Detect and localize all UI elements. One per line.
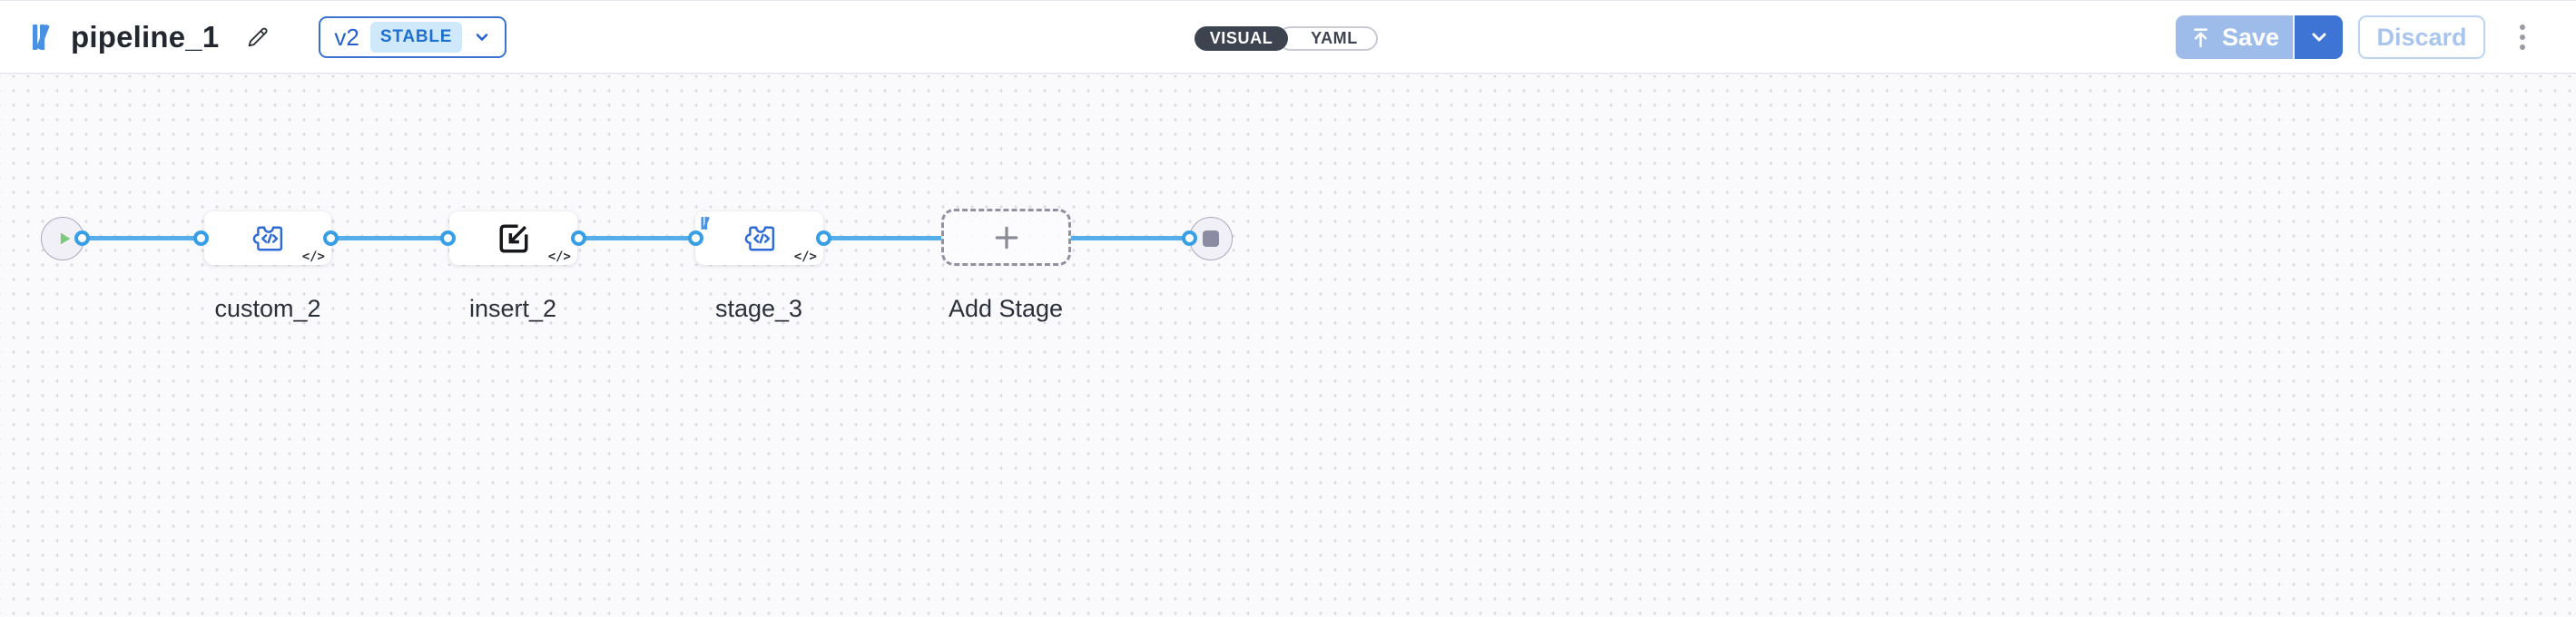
connection-port[interactable] <box>687 230 703 246</box>
version-status-badge: STABLE <box>369 22 463 53</box>
header-right-group: Save Discard <box>2176 1 2536 73</box>
save-button[interactable]: Save <box>2176 15 2295 59</box>
connection-port[interactable] <box>570 230 586 246</box>
insert-import-icon <box>499 224 527 252</box>
upload-icon <box>2193 27 2207 47</box>
add-stage-button[interactable] <box>941 209 1071 266</box>
stage-label: stage_3 <box>714 295 803 322</box>
code-badge-icon: </> <box>547 250 571 264</box>
stage-node-stage-3[interactable]: </> <box>695 211 823 265</box>
chevron-down-icon <box>2312 33 2325 42</box>
version-selector[interactable]: v2 STABLE <box>319 16 507 58</box>
connection-port[interactable] <box>439 230 456 246</box>
chevron-down-icon <box>477 34 488 41</box>
kebab-dot <box>2520 44 2525 50</box>
puzzle-code-icon <box>744 226 774 250</box>
edge-addstage-to-end <box>1069 236 1189 240</box>
save-button-label: Save <box>2221 23 2280 51</box>
stage-label: custom_2 <box>214 295 321 322</box>
connection-port[interactable] <box>815 230 831 246</box>
edge-start-to-custom2 <box>82 236 201 240</box>
tab-yaml[interactable]: YAML <box>1278 26 1378 51</box>
more-options-button[interactable] <box>2509 14 2536 61</box>
save-split-button: Save <box>2176 15 2343 59</box>
pipeline-canvas[interactable]: </> </> </> <box>0 75 2576 617</box>
stage-node-insert-2[interactable]: </> <box>449 211 577 265</box>
code-badge-icon: </> <box>793 250 817 264</box>
header-left-group: pipeline_1 v2 STABLE <box>32 1 507 73</box>
edge-stage3-to-addstage <box>823 236 944 240</box>
edge-custom2-to-insert2 <box>330 236 447 240</box>
tab-visual[interactable]: VISUAL <box>1195 26 1288 51</box>
stop-icon <box>1203 230 1219 247</box>
stage-label: insert_2 <box>468 295 557 322</box>
edit-title-icon[interactable] <box>244 24 271 51</box>
discard-button[interactable]: Discard <box>2358 15 2485 59</box>
plus-icon <box>995 226 1018 249</box>
app-logo-icon <box>33 24 50 50</box>
pack-badge-icon <box>701 216 710 230</box>
code-badge-icon: </> <box>301 250 325 264</box>
stage-node-custom-2[interactable]: </> <box>204 211 331 265</box>
puzzle-code-icon <box>252 226 283 250</box>
connection-port[interactable] <box>192 230 209 246</box>
connection-port[interactable] <box>1181 230 1197 246</box>
page-title: pipeline_1 <box>71 20 220 54</box>
stage-label: Add Stage <box>948 295 1064 322</box>
header-bar: pipeline_1 v2 STABLE YAML VISUAL <box>0 0 2576 74</box>
connection-port[interactable] <box>322 230 339 246</box>
kebab-dot <box>2520 24 2525 30</box>
connection-port[interactable] <box>74 230 90 246</box>
kebab-dot <box>2520 34 2525 40</box>
view-mode-toggle: YAML VISUAL <box>1195 26 1378 51</box>
edge-insert2-to-stage3 <box>578 236 695 240</box>
play-icon <box>60 232 70 245</box>
save-dropdown-button[interactable] <box>2295 15 2343 59</box>
version-label: v2 <box>334 23 359 51</box>
